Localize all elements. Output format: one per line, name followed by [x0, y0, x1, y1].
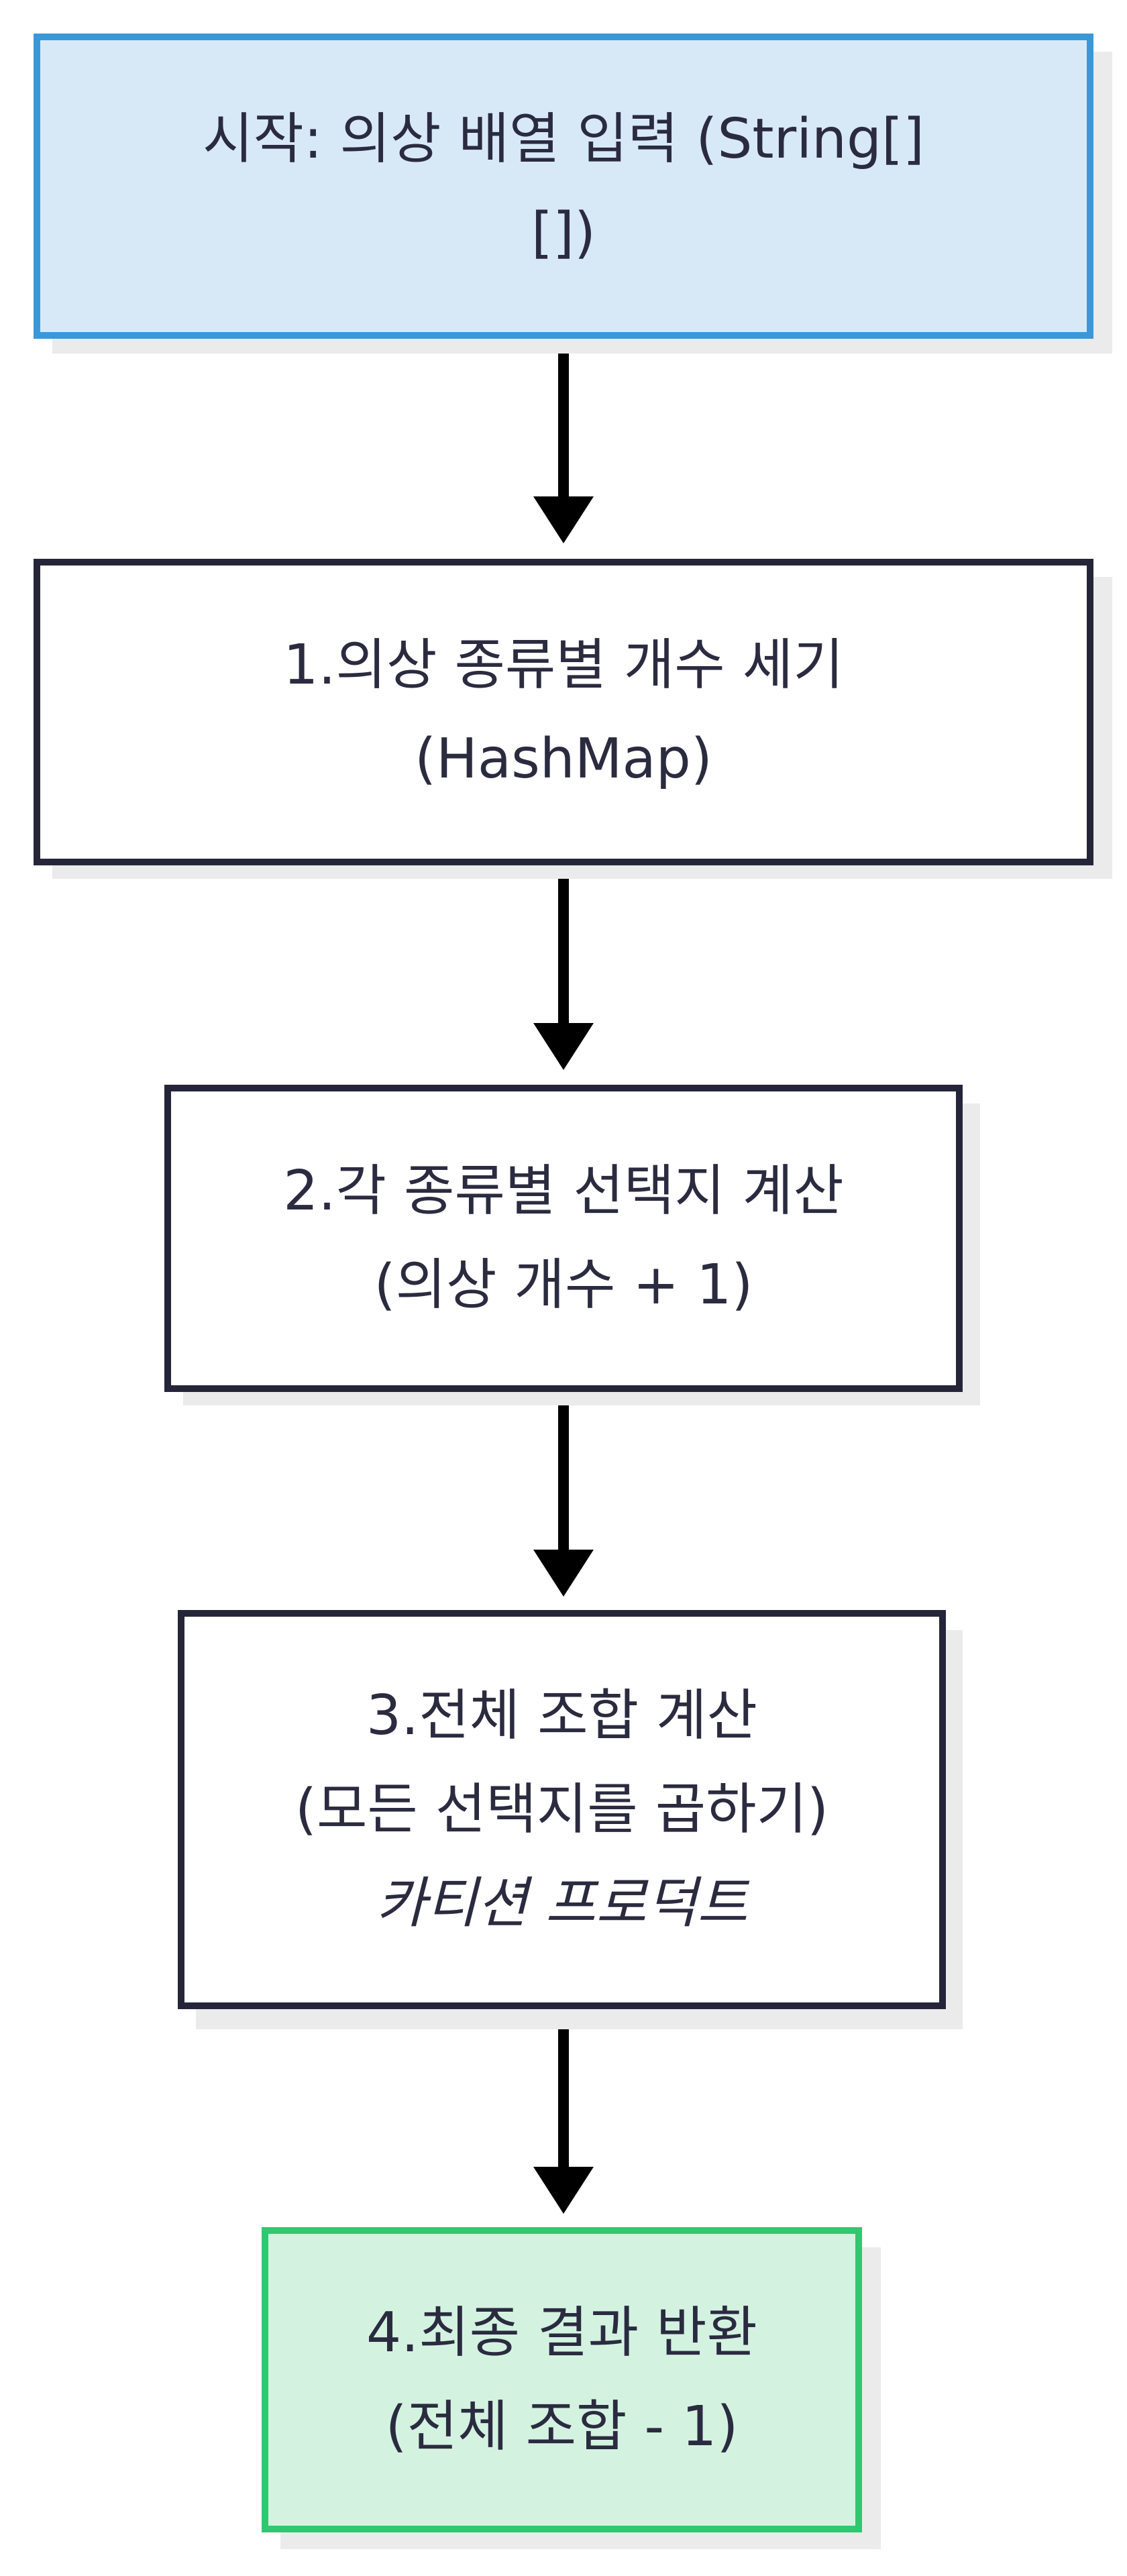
step3-node: 3.전체 조합 계산 (모든 선택지를 곱하기) 카티션 프로덕트 [178, 1610, 946, 2009]
end-node-line-1: 4.최종 결과 반환 [366, 2300, 757, 2365]
step2-node-line-2: (의상 개수 + 1) [374, 1253, 753, 1317]
step3-node-line-1: 3.전체 조합 계산 [366, 1683, 757, 1748]
step2-node-line-1: 2.각 종류별 선택지 계산 [283, 1159, 844, 1223]
arrow-step2-to-step3 [533, 1392, 594, 1597]
arrow-start-to-step1 [533, 339, 594, 543]
start-node: 시작: 의상 배열 입력 (String[] []) [34, 34, 1093, 339]
arrow-step3-to-step4 [533, 2009, 594, 2214]
end-node-line-2: (전체 조합 - 1) [385, 2394, 739, 2459]
arrow-step1-to-step2 [533, 865, 594, 1070]
end-node: 4.최종 결과 반환 (전체 조합 - 1) [262, 2227, 862, 2532]
step1-node-line-1: 1.의상 종류별 개수 세기 [283, 633, 844, 697]
step3-node-line-3: 카티션 프로덕트 [376, 1871, 748, 1935]
step1-node-line-2: (HashMap) [415, 727, 712, 791]
step3-node-line-2: (모든 선택지를 곱하기) [294, 1777, 829, 1841]
start-node-line-1: 시작: 의상 배열 입력 (String[] [202, 107, 925, 171]
start-node-line-2: []) [531, 201, 596, 265]
step2-node: 2.각 종류별 선택지 계산 (의상 개수 + 1) [164, 1085, 963, 1392]
step1-node: 1.의상 종류별 개수 세기 (HashMap) [34, 559, 1093, 865]
